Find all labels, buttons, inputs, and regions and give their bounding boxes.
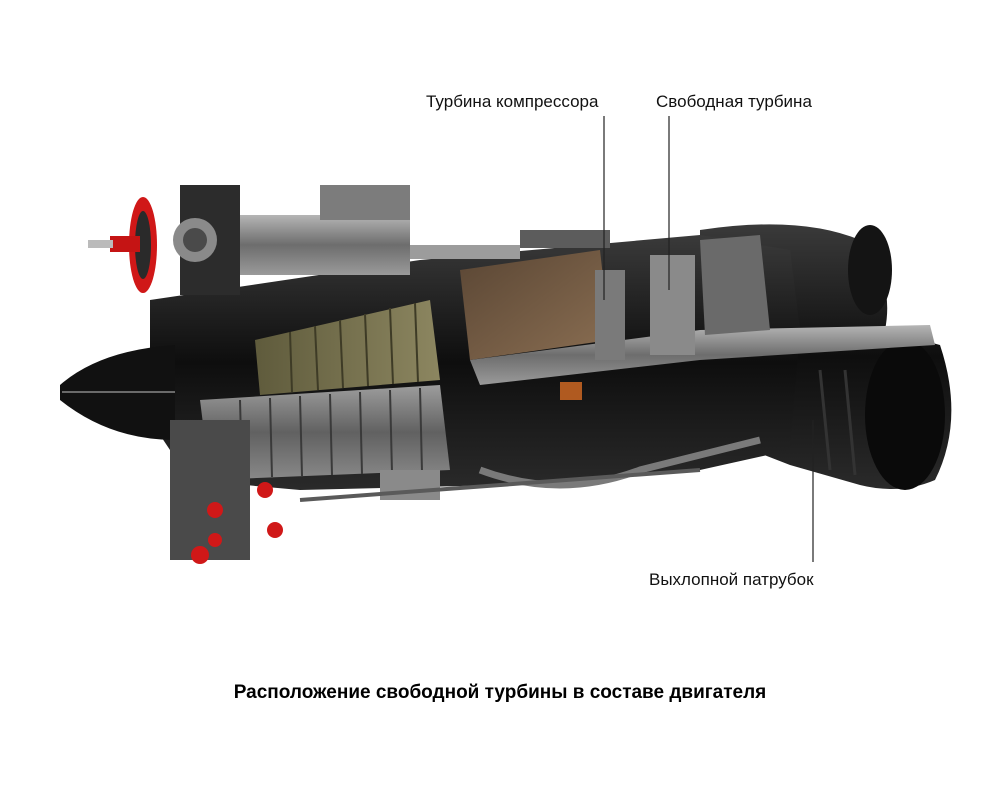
compressor-section-shape (200, 300, 450, 480)
gearbox-shape (173, 185, 610, 295)
inlet-cone-shape (60, 345, 175, 440)
lower-accessories-shape (170, 420, 761, 564)
free-turbine-label: Свободная турбина (656, 92, 812, 111)
turbine-section-shape (460, 235, 935, 400)
output-flange-shape (88, 197, 157, 293)
figure-caption: Расположение свободной турбины в составе… (233, 682, 767, 703)
exhaust-pipe-label: Выхлопной патрубок (649, 570, 814, 589)
compressor-turbine-label: Турбина компрессора (426, 92, 599, 111)
